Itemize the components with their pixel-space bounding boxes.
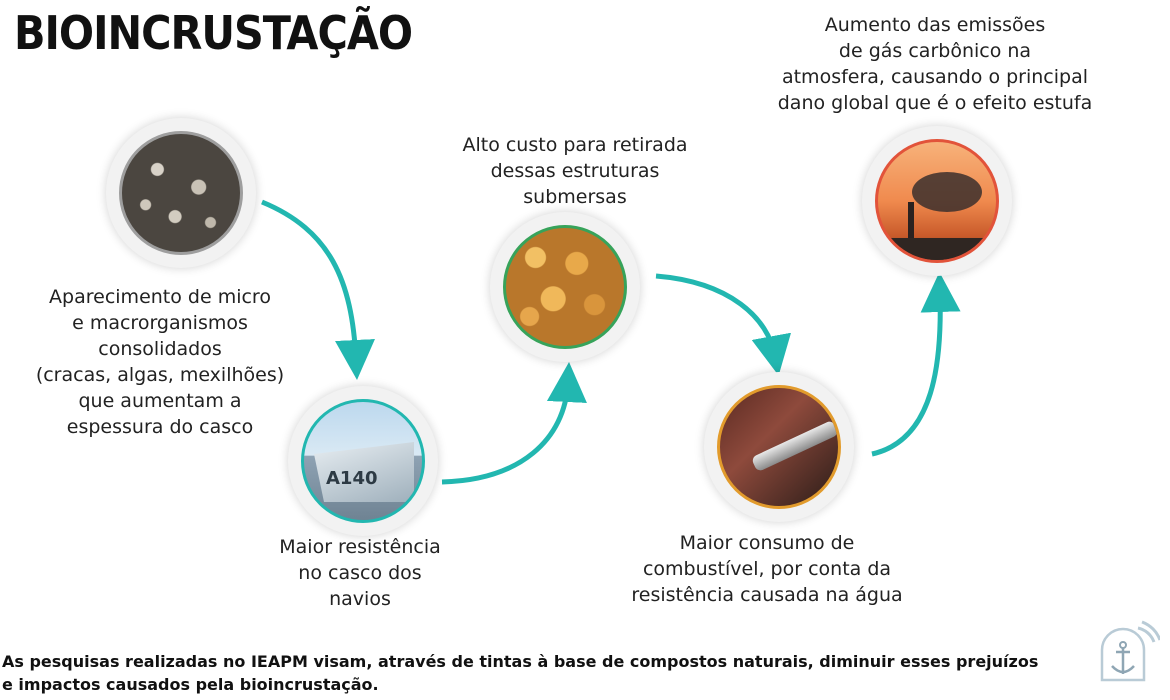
coins-photo	[503, 225, 627, 349]
barnacles-circle	[106, 118, 256, 268]
coins-circle	[490, 212, 640, 362]
fuel-nozzle-photo	[717, 385, 841, 509]
smokestack-circle	[862, 126, 1012, 276]
arrow-4-to-5	[871, 272, 961, 457]
barnacles-photo	[119, 131, 243, 255]
page-title: BIOINCRUSTAÇÃO	[14, 6, 413, 60]
arrow-2-to-3	[441, 362, 587, 485]
ship-hull-photo: A140	[301, 399, 425, 523]
smokestack-photo	[875, 139, 999, 263]
arrow-1-to-2	[261, 199, 375, 380]
ship-circle: A140	[288, 386, 438, 536]
arrow-3-to-4	[655, 273, 792, 376]
anchor-logo-icon	[1100, 620, 1160, 682]
footer-text: As pesquisas realizadas no IEAPM visam, …	[2, 652, 1039, 694]
fuel-nozzle-circle	[704, 372, 854, 522]
